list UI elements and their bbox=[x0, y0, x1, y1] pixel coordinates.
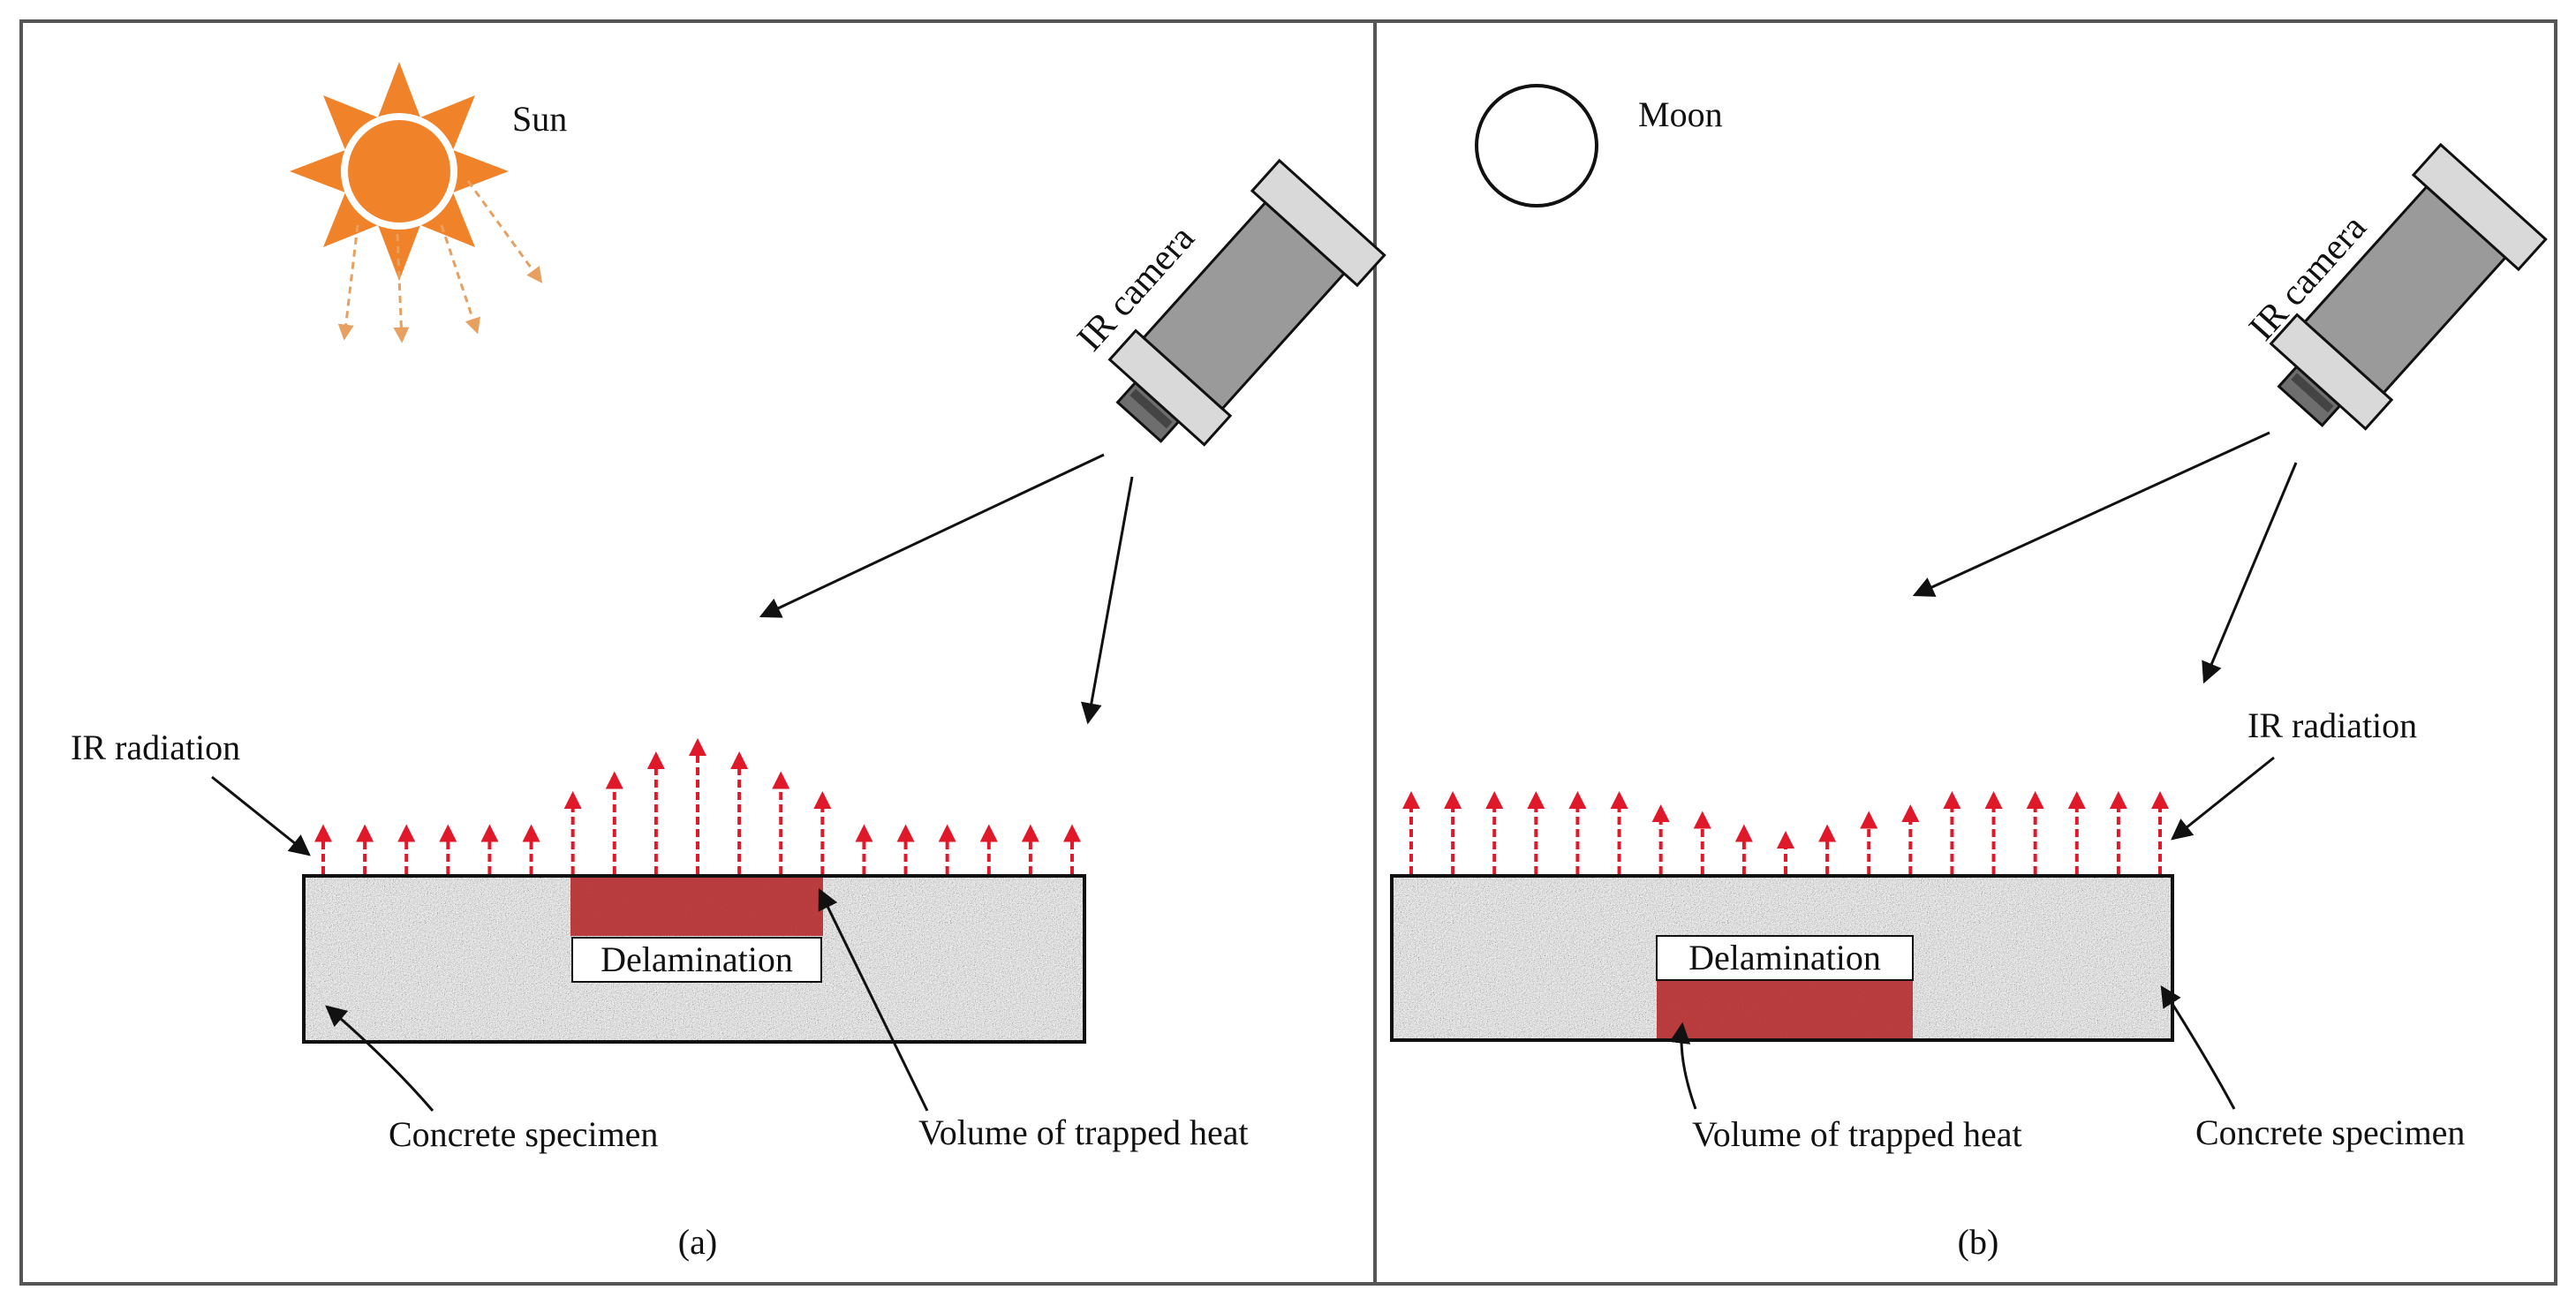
camera-view-line-right bbox=[2202, 462, 2298, 684]
ir-camera-icon bbox=[2269, 142, 2548, 431]
trapped-heat-label: Volume of trapped heat bbox=[1692, 1114, 2022, 1154]
camera-view-line-left bbox=[1912, 431, 2270, 597]
concrete-specimen-label: Concrete specimen bbox=[389, 1114, 658, 1154]
camera-view-line-left bbox=[759, 453, 1105, 618]
concrete-specimen-label: Concrete specimen bbox=[2195, 1113, 2465, 1152]
ir-camera-icon bbox=[1107, 158, 1386, 447]
panel-b-caption: (b) bbox=[1958, 1222, 1999, 1262]
delamination-zone bbox=[570, 878, 823, 936]
figure-frame bbox=[19, 19, 2557, 1286]
trapped-heat-label: Volume of trapped heat bbox=[918, 1113, 1249, 1152]
camera-view-line-right bbox=[1081, 476, 1134, 725]
ir-emission-arrows bbox=[314, 738, 1081, 874]
panel-a: Sun IR camera Delamination IR radiation … bbox=[71, 62, 1386, 1262]
sun-label: Sun bbox=[512, 99, 567, 139]
ir-radiation-label: IR radiation bbox=[71, 728, 240, 767]
sun-icon bbox=[290, 62, 543, 343]
panel-a-caption: (a) bbox=[678, 1222, 717, 1262]
panel-b: Moon IR camera Delamination IR radiation… bbox=[1390, 84, 2548, 1262]
ir-emission-arrows bbox=[1402, 791, 2169, 874]
delamination-zone bbox=[1657, 980, 1913, 1038]
ir-radiation-label: IR radiation bbox=[2247, 705, 2417, 745]
delamination-label: Delamination bbox=[601, 939, 793, 979]
moon-icon bbox=[1475, 84, 1598, 207]
delamination-label: Delamination bbox=[1688, 938, 1881, 977]
moon-label: Moon bbox=[1638, 94, 1723, 134]
